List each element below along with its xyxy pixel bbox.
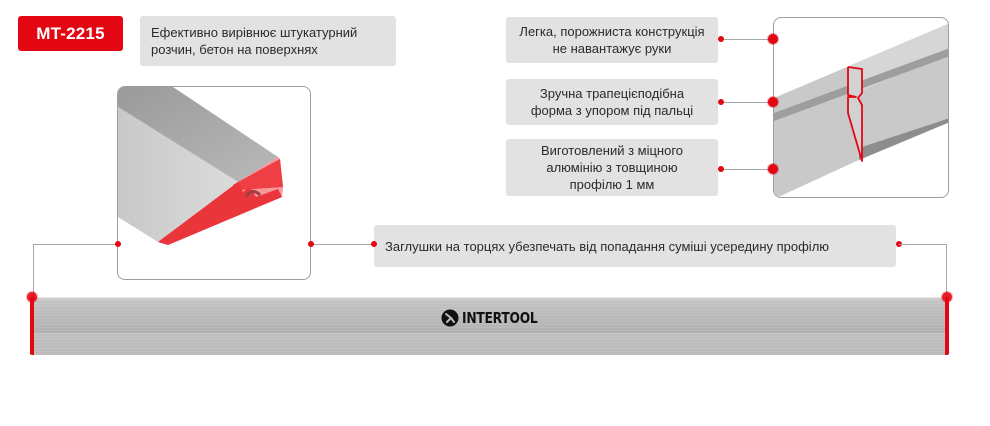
profile-illustration	[774, 23, 948, 197]
connector-left-vertical	[33, 244, 34, 298]
callout-lightweight-line2: не навантажує руки	[552, 41, 672, 56]
intertool-logo: INTERTOOL	[441, 307, 554, 329]
callout-trapezoid-line1: Зручна трапецієподібна	[539, 86, 685, 101]
intertool-logo-icon	[441, 309, 459, 327]
callout-aluminum-line3: профілю 1 мм	[569, 177, 655, 192]
red-dot-icon	[371, 241, 377, 247]
red-dot-icon	[768, 97, 778, 107]
callout-surface-leveling: Ефективно вирівнює штукатурний розчин, б…	[140, 16, 396, 66]
connector-left-horizontal	[33, 244, 118, 245]
left-end-cap	[30, 297, 34, 355]
red-dot-icon	[718, 99, 724, 105]
callout-aluminum-line1: Виготовлений з міцного	[540, 143, 684, 158]
connector-lightweight	[721, 39, 773, 40]
red-dot-icon	[27, 292, 37, 302]
red-dot-icon	[768, 164, 778, 174]
model-badge-label: MT-2215	[36, 23, 105, 43]
callout-trapezoid-line2: форма з упором під пальці	[530, 103, 694, 118]
connector-aluminum	[721, 169, 773, 170]
red-dot-icon	[308, 241, 314, 247]
red-dot-icon	[718, 166, 724, 172]
red-dot-icon	[768, 34, 778, 44]
callout-aluminum-line2: алюмінію з товщиною	[546, 160, 678, 175]
callout-end-caps-text: Заглушки на торцях убезпечать від попада…	[385, 238, 830, 254]
callout-trapezoid-shape: Зручна трапецієподібна форма з упором пі…	[506, 79, 718, 125]
callout-lightweight-line1: Легка, порожниста конструкція	[519, 24, 705, 39]
callout-surface-leveling-text: Ефективно вирівнює штукатурний розчин, б…	[151, 25, 358, 57]
profile-closeup-image	[773, 17, 949, 198]
end-cap-illustration	[118, 87, 283, 245]
brand-name: INTERTOOL	[462, 309, 538, 327]
red-dot-icon	[718, 36, 724, 42]
connector-middle	[311, 244, 374, 245]
red-dot-icon	[115, 241, 121, 247]
right-end-cap	[945, 297, 949, 355]
model-badge: MT-2215	[18, 16, 123, 51]
callout-end-caps: Заглушки на торцях убезпечать від попада…	[374, 225, 896, 267]
aluminum-rule-bar	[32, 297, 948, 355]
connector-trapezoid	[721, 102, 773, 103]
connector-right-horizontal	[899, 244, 947, 245]
end-cap-closeup-image	[117, 86, 311, 280]
bar-texture	[32, 297, 948, 355]
callout-aluminum: Виготовлений з міцного алюмінію з товщин…	[506, 139, 718, 196]
red-dot-icon	[942, 292, 952, 302]
connector-right-vertical	[946, 244, 947, 298]
callout-lightweight: Легка, порожниста конструкція не наванта…	[506, 17, 718, 63]
